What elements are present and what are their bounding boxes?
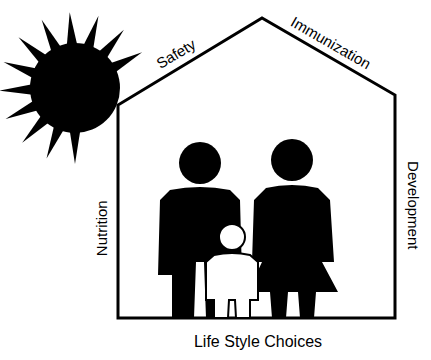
- side-label: Immunization: [288, 14, 374, 73]
- sun-ray: [83, 16, 98, 49]
- sun-ray: [42, 20, 61, 52]
- sun-ray: [70, 131, 80, 164]
- side-label: Safety: [154, 36, 199, 72]
- sun-symbol: [0, 12, 142, 164]
- sun-ray: [98, 30, 123, 59]
- sun-ray: [6, 101, 39, 119]
- sun-ray: [19, 37, 47, 63]
- sun-ray: [110, 52, 142, 72]
- sun-ray: [0, 84, 33, 94]
- caption-label: Life Style Choices: [194, 333, 322, 351]
- sun-ray: [22, 115, 49, 143]
- sun-ray: [47, 126, 64, 159]
- family-figures: [158, 139, 338, 318]
- sun-ray: [67, 12, 77, 46]
- sun-ray: [4, 62, 37, 78]
- side-label: Development: [405, 161, 422, 249]
- side-label: Nutrition: [94, 200, 111, 256]
